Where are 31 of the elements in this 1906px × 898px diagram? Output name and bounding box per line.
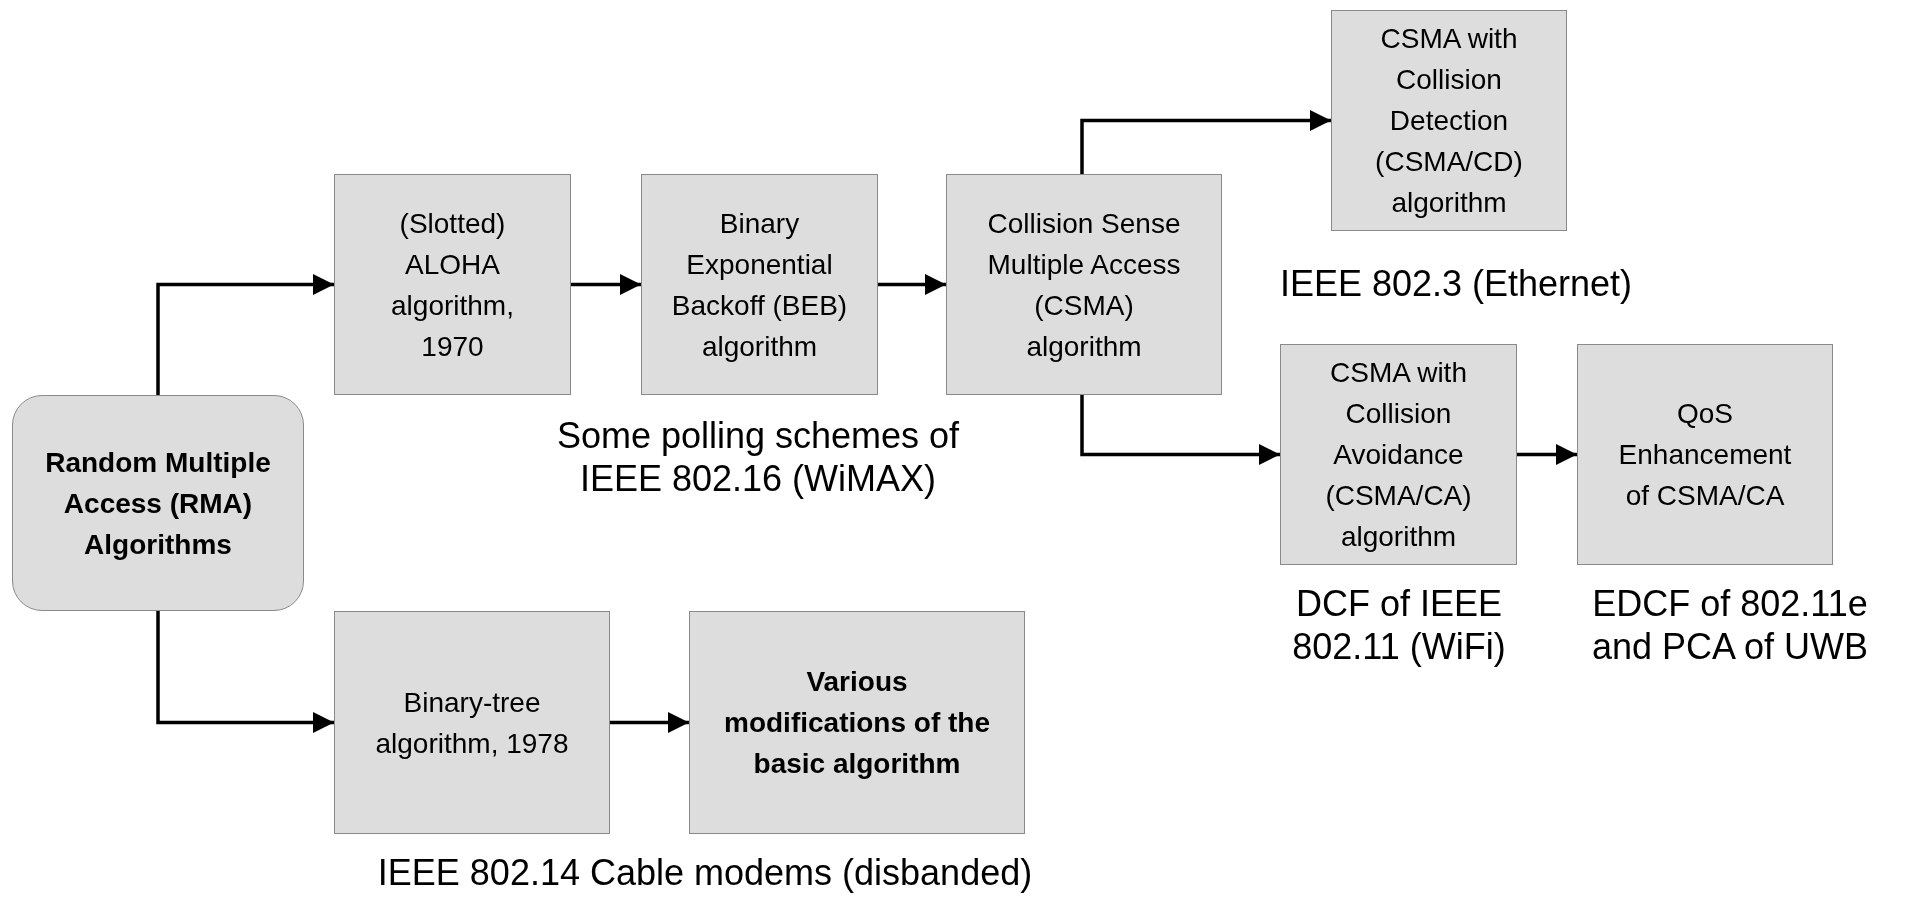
node-label: Binary Exponential Backoff (BEB) algorithm [670,206,849,364]
process-box [1280,344,1517,565]
node-label: Binary-tree algorithm, 1978 [374,685,570,761]
arrow [1517,444,1577,465]
node-label: Various modifications of the basic algorithm [723,665,991,781]
process-box [946,174,1222,395]
node-label: QoS Enhancement of CSMA/CA [1617,397,1793,513]
process-box [334,174,571,395]
standard-note: DCF of IEEE 802.11 (WiFi) [1291,582,1507,668]
node-label: (Slotted) ALOHA algorithm, 1970 [390,206,515,364]
rounded-box [12,395,304,611]
standard-note: IEEE 802.14 Cable modems (disbanded) [376,851,1034,894]
process-box [641,174,878,395]
arrow [571,274,641,295]
node-label: CSMA with Collision Avoidance (CSMA/CA) algorithm [1324,356,1473,554]
node-label: Collision Sense Multiple Access (CSMA) algorithm [986,206,1182,364]
process-box [1331,10,1567,231]
node-label: Random Multiple Access (RMA) Algorithms [44,445,272,562]
arrow [1080,110,1331,174]
standard-note: EDCF of 802.11e and PCA of UWB [1590,582,1870,668]
standard-note: IEEE 802.3 (Ethernet) [1278,262,1634,305]
process-box [334,611,610,834]
arrow [156,274,334,395]
node-label: CSMA with Collision Detection (CSMA/CD) algorithm [1374,22,1524,220]
process-box [1577,344,1833,565]
standard-note: Some polling schemes of IEEE 802.16 (WiMAX) [555,414,961,500]
arrow [610,712,689,733]
arrow [1080,395,1280,465]
arrow [156,611,334,733]
process-box [689,611,1025,834]
arrow [878,274,946,295]
